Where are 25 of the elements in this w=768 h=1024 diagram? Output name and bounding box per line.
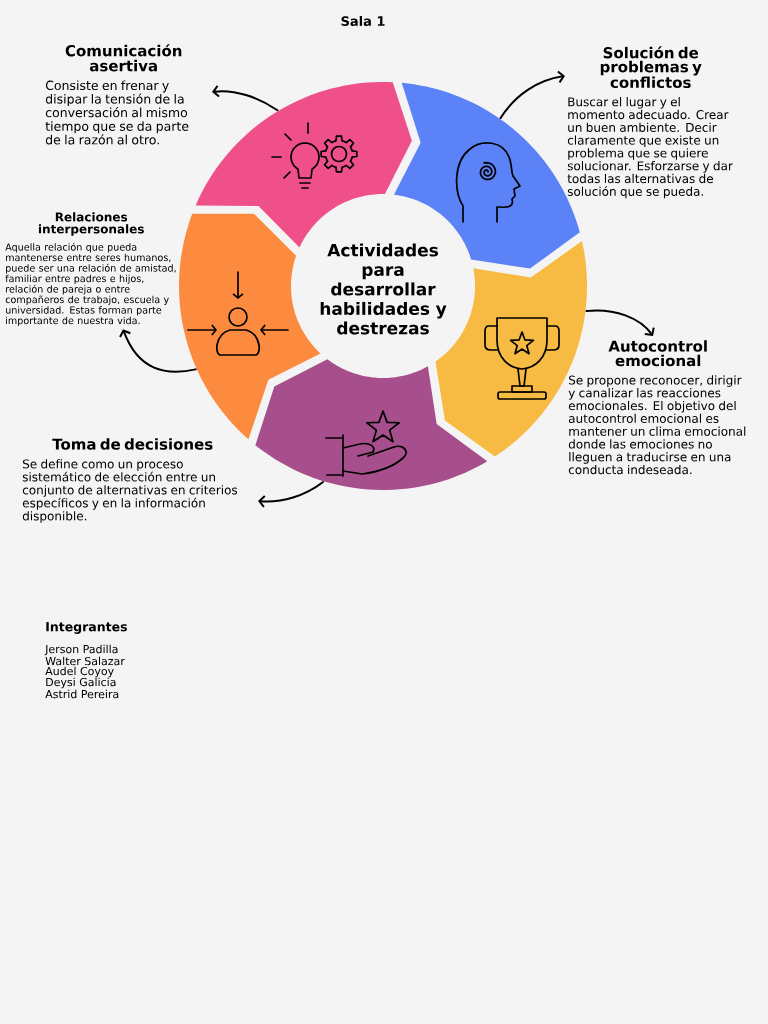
heading: Solución de problemas y conflictos <box>600 46 702 89</box>
paragraph: Se propone reconocer, dirigir y canalizar las reacciones emocionales. El objetivo del autocontrol emocional es mantener un clima emocional donde las emociones no lleguen a traducirse en una conducta indeseada. <box>568 375 746 475</box>
member-name: Walter Salazar <box>45 656 125 666</box>
curved-arrow <box>119 329 197 373</box>
member-name: Astrid Pereira <box>45 689 119 699</box>
heading: Relaciones interpersonales <box>38 212 144 236</box>
ring-segment <box>179 213 321 440</box>
title: Sala 1 <box>341 15 385 27</box>
curved-arrow <box>212 84 279 112</box>
heading: Toma de decisiones <box>52 438 213 450</box>
paragraph: Consiste en frenar y disipar la tensión de la conversación al mismo tiempo que se da parte de la razón al otro. <box>45 80 189 145</box>
paragraph: Aquella relación que pueda mantenerse entre seres humanos, puede ser una relación de amistad, familiar entre padres e hijos, relación de pareja o entre compañeros de trabajo, escuela y universidad. Estas forman parte importante de nuestra vida. <box>5 242 176 326</box>
member-name: Jerson Padilla <box>44 644 118 656</box>
paragraph: Buscar el lugar y el momento adecuado. Crear un buen ambiente. Decir claramente que existe un problema que se quiere solucionar. Esforzarse y dar todas las alternativas de solución que se pueda. <box>567 97 733 199</box>
section-heading: Integrantes <box>46 622 127 634</box>
paragraph: Se define como un proceso sistemático de elección entre un conjunto de alternativas en criterios específicos y en la información disponible. <box>22 459 238 523</box>
member-name: Deysi Galicia <box>46 677 116 689</box>
curved-arrow <box>258 481 325 508</box>
ring-segment <box>255 359 488 490</box>
heading: Comunicación asertiva <box>65 44 182 72</box>
curved-arrow <box>499 70 565 120</box>
member-name: Audel Coyoy <box>45 666 114 678</box>
heading: Autocontrol emocional <box>608 340 707 367</box>
center-title: Actividades para desarrollar habilidades y destrezas <box>320 243 447 335</box>
curved-arrow <box>585 309 655 336</box>
